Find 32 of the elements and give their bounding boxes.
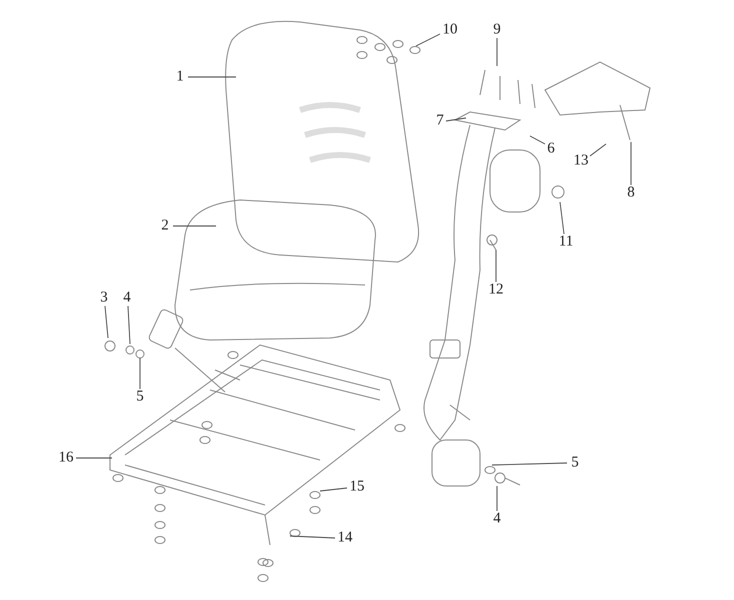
leader-line — [320, 488, 348, 492]
leader-line — [290, 536, 336, 538]
callout-number: 15 — [350, 480, 364, 494]
callout-number: 13 — [574, 154, 588, 168]
leader-line — [530, 136, 546, 144]
leader-line — [492, 462, 568, 466]
callout-number: 9 — [493, 22, 501, 38]
leader-line — [188, 76, 236, 78]
callout-number: 4 — [123, 290, 131, 306]
callout-number: 4 — [493, 512, 501, 526]
leader-line — [104, 306, 108, 338]
leader-line — [416, 34, 440, 46]
callout-number: 11 — [558, 234, 574, 250]
leader-line — [128, 306, 130, 344]
callout-number: 2 — [161, 218, 169, 234]
leader-line — [496, 38, 498, 66]
callout-number: 1 — [176, 70, 184, 84]
leader-line — [560, 202, 564, 234]
leader-line — [446, 118, 466, 122]
callout-number: 8 — [627, 186, 635, 200]
leader-line — [630, 142, 632, 186]
callout-number: 5 — [136, 390, 144, 404]
callout-number: 14 — [338, 530, 352, 546]
callout-number: 3 — [100, 290, 108, 306]
callout-number: 16 — [58, 450, 74, 466]
callout-number: 12 — [488, 282, 504, 298]
callout-number: 6 — [547, 142, 555, 156]
callout-number: 7 — [436, 114, 444, 128]
callout-number: 10 — [442, 22, 458, 38]
leader-line — [590, 144, 606, 156]
callout-number: 5 — [571, 456, 579, 470]
leader-line — [496, 486, 498, 512]
